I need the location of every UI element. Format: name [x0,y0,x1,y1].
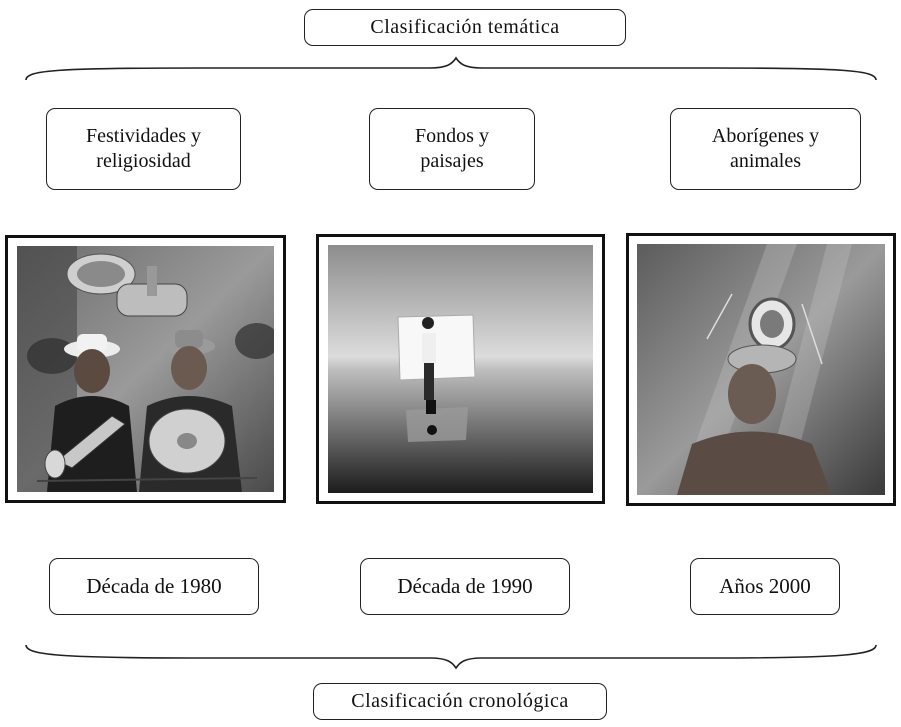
period-box-1990s: Década de 1990 [360,558,570,615]
chronological-classification-label: Clasificación cronológica [351,690,569,712]
thematic-classification-box: Clasificación temática [304,9,626,46]
theme-label-line2: animales [729,150,802,172]
top-brace [25,56,877,81]
period-label: Años 2000 [719,574,811,599]
theme-box-aborigenes: Aborígenes y animales [670,108,861,190]
theme-label-line2: paisajes [420,150,484,172]
thematic-classification-label: Clasificación temática [370,16,560,38]
theme-box-festividades: Festividades y religiosidad [46,108,241,190]
theme-label-line1: Festividades y [86,125,201,147]
period-box-2000s: Años 2000 [690,558,840,615]
theme-label-line2: religiosidad [96,150,191,172]
period-label: Década de 1980 [86,574,222,599]
period-label: Década de 1990 [397,574,533,599]
photo-headdress [637,244,885,495]
theme-label-line1: Fondos y [415,125,489,147]
photo-salt-flat [328,245,593,493]
photo-musicians [17,246,274,492]
theme-label-line1: Aborígenes y [711,125,820,147]
chronological-classification-box: Clasificación cronológica [313,683,607,720]
theme-box-fondos: Fondos y paisajes [369,108,535,190]
period-box-1980s: Década de 1980 [49,558,259,615]
